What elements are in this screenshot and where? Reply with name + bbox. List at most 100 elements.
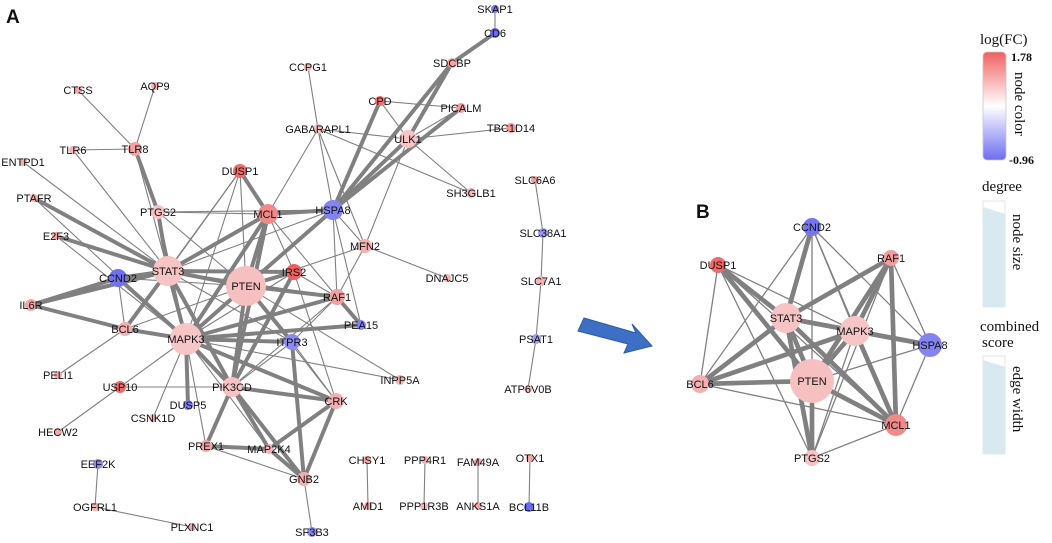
- a-node-il6r[interactable]: [25, 299, 37, 311]
- a-node-stat3[interactable]: [153, 256, 183, 286]
- b-edge-ccnd2-bcl6: [699, 226, 813, 385]
- a-node-anks1a[interactable]: [474, 502, 482, 510]
- a-node-raf1[interactable]: [329, 289, 345, 305]
- a-node-dusp5[interactable]: [183, 400, 193, 410]
- a-node-tlr6[interactable]: [69, 146, 77, 154]
- a-label-chsy1: CHSY1: [349, 455, 386, 467]
- a-node-pten[interactable]: [226, 266, 266, 306]
- a-node-atp6v0b[interactable]: [524, 385, 532, 393]
- a-node-cd6[interactable]: [490, 28, 500, 38]
- a-node-skap1[interactable]: [491, 5, 499, 13]
- a-edge-irs2-mapk3: [185, 271, 295, 340]
- b-edge-mapk3-mcl1: [852, 328, 899, 428]
- a-node-usp10[interactable]: [114, 381, 126, 393]
- a-node-fam49a[interactable]: [474, 458, 482, 466]
- a-label-csnk1d: CSNK1D: [131, 413, 176, 425]
- a-node-crk[interactable]: [328, 393, 344, 409]
- b-node-mcl1[interactable]: [885, 414, 907, 436]
- b-edge-dusp1-bcl6: [699, 264, 719, 385]
- a-edge-itpr3-crk: [291, 341, 337, 402]
- a-node-hecw2[interactable]: [54, 428, 62, 436]
- a-node-eef2k[interactable]: [93, 459, 103, 469]
- a-edge-mfn2-raf1: [336, 245, 366, 298]
- a-node-pik3cd[interactable]: [222, 377, 242, 397]
- a-node-sdcbp[interactable]: [447, 58, 457, 68]
- b-node-pten[interactable]: [790, 359, 834, 403]
- a-label-amd1: AMD1: [353, 501, 384, 513]
- b-node-bcl6[interactable]: [691, 375, 709, 393]
- a-node-gabarapl1[interactable]: [313, 124, 323, 134]
- b-node-stat3[interactable]: [771, 303, 801, 333]
- a-node-mcl1[interactable]: [258, 204, 278, 224]
- b-label-ptgs2: PTGS2: [794, 453, 830, 465]
- a-node-mfn2[interactable]: [358, 239, 372, 253]
- a-node-sf3b3[interactable]: [307, 527, 317, 537]
- a-node-plxnc1[interactable]: [188, 523, 196, 531]
- b-node-hspa8[interactable]: [918, 333, 942, 357]
- a-edge-map2k4-gnb2: [267, 447, 306, 481]
- a-node-dusp1[interactable]: [233, 164, 247, 178]
- a-node-chsy1[interactable]: [363, 456, 371, 464]
- a-node-gnb2[interactable]: [297, 472, 311, 486]
- a-node-prex1[interactable]: [200, 440, 212, 452]
- a-edge-bcl6-peli1: [57, 328, 126, 376]
- a-node-bcl6[interactable]: [118, 322, 132, 336]
- a-node-psat1[interactable]: [531, 334, 541, 344]
- a-edge-mapk3-crk: [184, 337, 338, 403]
- a-node-csnk1d[interactable]: [149, 414, 157, 422]
- a-node-bcl11b[interactable]: [524, 502, 534, 512]
- a-node-ctss[interactable]: [74, 86, 82, 94]
- a-node-irs2[interactable]: [286, 264, 302, 280]
- a-node-inpp5a[interactable]: [395, 375, 405, 385]
- a-node-pea15[interactable]: [356, 320, 366, 330]
- a-node-itpr3[interactable]: [284, 334, 300, 350]
- a-node-tlr8[interactable]: [128, 142, 142, 156]
- a-node-ppp1r3b[interactable]: [420, 502, 428, 510]
- b-node-raf1[interactable]: [883, 250, 899, 266]
- a-edge-ulk1-gabarapl1: [317, 128, 409, 140]
- a-edge-mapk3-pea15: [184, 323, 363, 341]
- a-edge-gnb2-sf3b3: [303, 478, 313, 533]
- a-node-sh3glb1[interactable]: [466, 188, 476, 198]
- a-node-peli1[interactable]: [54, 371, 62, 379]
- a-node-ogfrl1[interactable]: [91, 503, 99, 511]
- a-label-usp10: USP10: [103, 382, 138, 394]
- a-edge-ptafr-stat3: [32, 196, 170, 273]
- a-node-ulk1[interactable]: [399, 130, 417, 148]
- a-node-map2k4[interactable]: [264, 444, 274, 454]
- b-node-mapk3[interactable]: [840, 316, 870, 346]
- a-node-amd1[interactable]: [364, 502, 372, 510]
- network-b-nodes: CCND2DUSP1RAF1STAT3MAPK3HSPA8PTENBCL6MCL…: [686, 218, 948, 466]
- a-label-ogfrl1: OGFRL1: [73, 502, 117, 514]
- a-label-hspa8: HSPA8: [315, 205, 350, 217]
- a-node-otx1[interactable]: [526, 454, 534, 462]
- a-node-mapk3[interactable]: [170, 323, 202, 355]
- b-node-ptgs2[interactable]: [804, 450, 820, 466]
- b-node-ccnd2[interactable]: [803, 218, 821, 236]
- a-label-inpp5a: INPP5A: [380, 375, 420, 387]
- a-node-ccpg1[interactable]: [304, 63, 312, 71]
- a-node-entpd1[interactable]: [19, 158, 27, 166]
- a-node-hspa8[interactable]: [323, 200, 343, 220]
- a-node-slc38a1[interactable]: [538, 228, 548, 238]
- b-edge-ptgs2-mcl1: [811, 424, 897, 459]
- a-node-ptgs2[interactable]: [151, 205, 165, 219]
- a-node-e2f3[interactable]: [52, 232, 60, 240]
- a-node-slc6a6[interactable]: [531, 176, 539, 184]
- a-node-tbc1d14[interactable]: [506, 123, 516, 133]
- a-node-ppp4r1[interactable]: [421, 456, 429, 464]
- a-node-ccnd2[interactable]: [109, 269, 127, 287]
- b-label-pten: PTEN: [797, 376, 826, 388]
- a-edge-raf1-mapk3: [184, 295, 339, 341]
- a-edge-irs2-pik3cd: [230, 270, 296, 389]
- a-node-aqp9[interactable]: [151, 82, 159, 90]
- a-edge-chsy1-amd1: [366, 459, 369, 507]
- b-edge-raf1-hspa8: [890, 257, 931, 346]
- b-node-dusp1[interactable]: [710, 257, 726, 273]
- a-node-picalm[interactable]: [456, 103, 466, 113]
- a-node-slc7a1[interactable]: [536, 276, 546, 286]
- a-node-dnajc5[interactable]: [443, 274, 451, 282]
- a-node-ptafr[interactable]: [30, 194, 38, 202]
- a-label-mapk3: MAPK3: [167, 334, 204, 346]
- a-node-cpd[interactable]: [375, 96, 385, 106]
